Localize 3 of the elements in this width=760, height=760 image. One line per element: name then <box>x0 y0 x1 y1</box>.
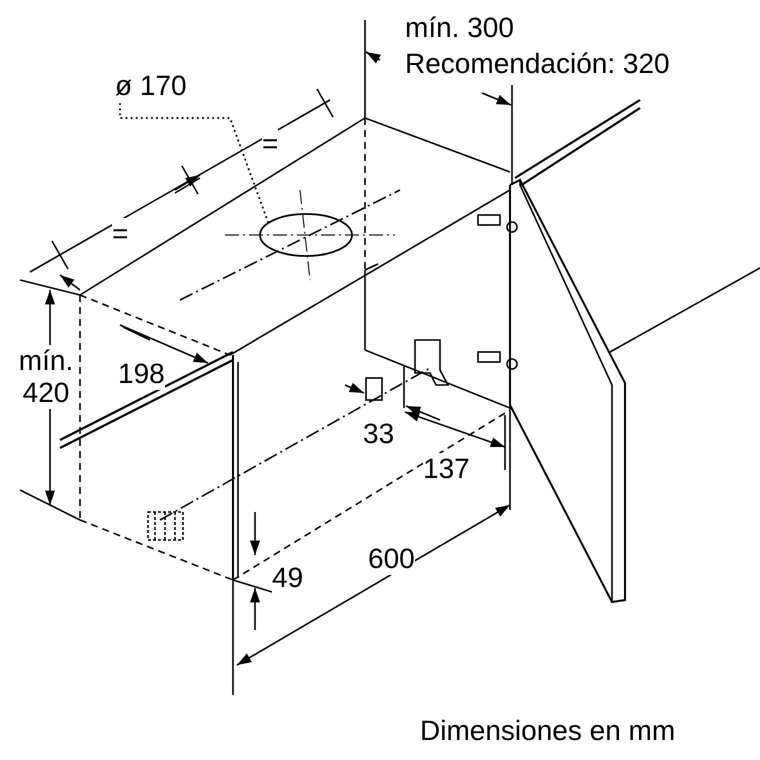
diameter-label: ø 170 <box>115 70 225 104</box>
leader-line <box>119 103 269 223</box>
duct-opening <box>258 212 354 258</box>
